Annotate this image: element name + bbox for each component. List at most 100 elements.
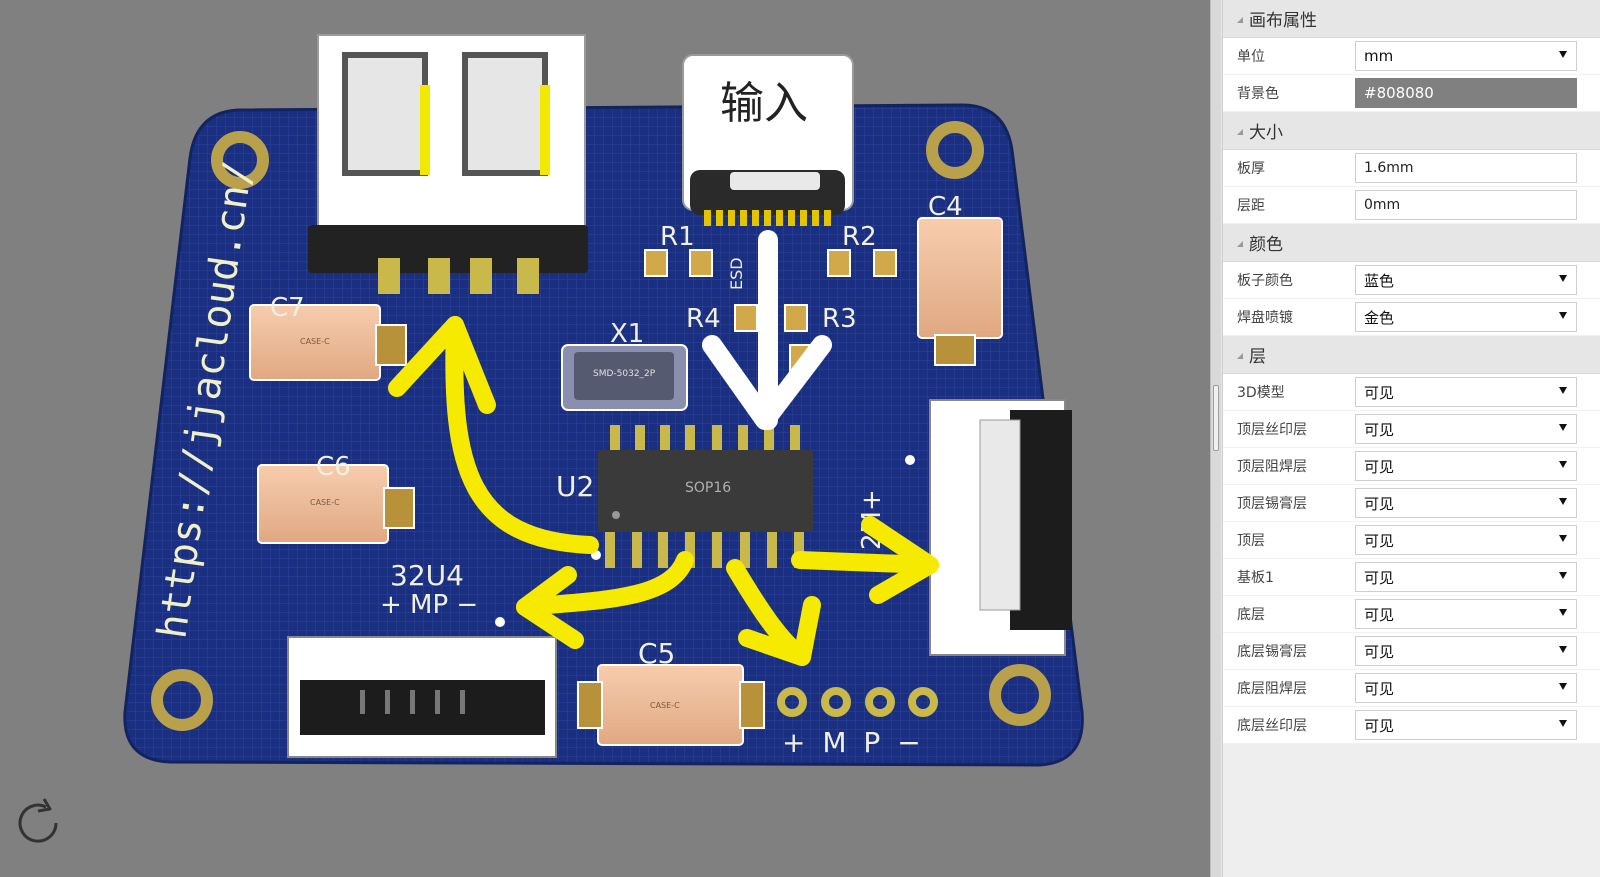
- property-label: 顶层阻焊层: [1237, 459, 1307, 475]
- crystal-x1: SMD-5032_2P: [561, 344, 688, 411]
- section-header[interactable]: 颜色: [1223, 224, 1600, 262]
- property-select[interactable]: 可见: [1355, 414, 1577, 444]
- dropdown-arrow-icon[interactable]: [1559, 424, 1567, 431]
- svg-text:CASE-C: CASE-C: [650, 701, 680, 710]
- section-header[interactable]: 层: [1223, 336, 1600, 374]
- property-value: 可见: [1364, 531, 1395, 550]
- section-header[interactable]: 大小: [1223, 112, 1600, 150]
- c7-label: C7: [270, 293, 305, 323]
- dropdown-arrow-icon[interactable]: [1559, 387, 1567, 394]
- connector-right: [905, 399, 1072, 656]
- dropdown-arrow-icon[interactable]: [1559, 720, 1567, 727]
- property-value: 可见: [1364, 642, 1395, 661]
- property-row: 焊盘喷镀 金色: [1223, 299, 1600, 336]
- property-select[interactable]: 可见: [1355, 636, 1577, 666]
- r2-label: R2: [842, 222, 877, 252]
- property-value: #808080: [1364, 84, 1434, 102]
- property-label: 单位: [1237, 49, 1265, 65]
- property-label: 基板1: [1237, 570, 1274, 586]
- svg-text:CASE-C: CASE-C: [300, 337, 330, 346]
- section-title: 层: [1249, 347, 1266, 367]
- property-row: 单位 mm: [1223, 38, 1600, 75]
- splitter-grip-icon[interactable]: [1213, 385, 1219, 451]
- property-value: 可见: [1364, 568, 1395, 587]
- svg-text:SMD-5032_2P: SMD-5032_2P: [593, 369, 656, 379]
- property-label: 顶层锡膏层: [1237, 496, 1307, 512]
- c4-label: C4: [928, 192, 963, 222]
- property-select[interactable]: 金色: [1355, 302, 1577, 332]
- dropdown-arrow-icon[interactable]: [1559, 275, 1567, 282]
- property-select[interactable]: mm: [1355, 41, 1577, 71]
- dropdown-arrow-icon[interactable]: [1559, 51, 1567, 58]
- property-label: 底层阻焊层: [1237, 681, 1307, 697]
- property-select[interactable]: 可见: [1355, 599, 1577, 629]
- color-field[interactable]: #808080: [1355, 78, 1577, 108]
- property-value: 可见: [1364, 457, 1395, 476]
- property-label: 顶层: [1237, 533, 1265, 549]
- property-value: 0mm: [1364, 197, 1401, 213]
- property-value: 金色: [1364, 308, 1395, 327]
- x1-label: X1: [610, 319, 644, 349]
- mounting-holes: [151, 121, 1051, 731]
- property-row: 背景色#808080: [1223, 75, 1600, 112]
- collapse-triangle-icon[interactable]: [1237, 16, 1243, 23]
- section-header[interactable]: 画布属性: [1223, 0, 1600, 38]
- property-select[interactable]: 可见: [1355, 710, 1577, 740]
- property-value: 1.6mm: [1364, 160, 1414, 176]
- property-row: 基板1 可见: [1223, 559, 1600, 596]
- dropdown-arrow-icon[interactable]: [1559, 498, 1567, 505]
- property-row: 顶层丝印层可见: [1223, 411, 1600, 448]
- 3d-viewport[interactable]: 输入 R1 R2 R4 R3 ESD C4 CASE-C C7: [0, 0, 1210, 877]
- capacitor-c4: [917, 217, 1003, 366]
- panel-splitter[interactable]: [1210, 0, 1222, 877]
- section-title: 颜色: [1249, 235, 1283, 255]
- pcb-3d-view[interactable]: 输入 R1 R2 R4 R3 ESD C4 CASE-C C7: [0, 0, 1210, 877]
- collapse-triangle-icon[interactable]: [1237, 352, 1243, 359]
- property-select[interactable]: 可见: [1355, 562, 1577, 592]
- c5-label: C5: [638, 637, 675, 670]
- r3-label: R3: [822, 304, 857, 334]
- svg-text:CASE-C: CASE-C: [310, 498, 340, 507]
- dropdown-arrow-icon[interactable]: [1559, 683, 1567, 690]
- dropdown-arrow-icon[interactable]: [1559, 312, 1567, 319]
- usb-c-connector: [682, 54, 854, 226]
- dropdown-arrow-icon[interactable]: [1559, 646, 1567, 653]
- property-label: 板厚: [1237, 161, 1265, 177]
- dropdown-arrow-icon[interactable]: [1559, 461, 1567, 468]
- property-label: 底层锡膏层: [1237, 644, 1307, 660]
- property-row: 底层阻焊层 可见: [1223, 670, 1600, 707]
- esd-label: ESD: [727, 257, 746, 290]
- property-row: 板子颜色蓝色: [1223, 262, 1600, 299]
- collapse-triangle-icon[interactable]: [1237, 128, 1243, 135]
- property-select[interactable]: 蓝色: [1355, 265, 1577, 295]
- bottom-pins-label: + M P −: [782, 726, 925, 759]
- property-value: 可见: [1364, 716, 1395, 735]
- property-value: 蓝色: [1364, 271, 1395, 290]
- property-value: 可见: [1364, 494, 1395, 513]
- dropdown-arrow-icon[interactable]: [1559, 609, 1567, 616]
- refresh-icon[interactable]: [8, 793, 68, 853]
- property-select[interactable]: 可见: [1355, 673, 1577, 703]
- c6-label: C6: [316, 452, 351, 482]
- dropdown-arrow-icon[interactable]: [1559, 535, 1567, 542]
- dropdown-arrow-icon[interactable]: [1559, 572, 1567, 579]
- svg-text:SOP16: SOP16: [685, 480, 731, 496]
- property-select[interactable]: 可见: [1355, 525, 1577, 555]
- property-select[interactable]: 可见: [1355, 488, 1577, 518]
- connector-u4: [287, 617, 557, 758]
- property-input[interactable]: 1.6mm: [1355, 153, 1577, 183]
- ic-u2: SOP16: [591, 425, 813, 568]
- collapse-triangle-icon[interactable]: [1237, 240, 1243, 247]
- r1-label: R1: [660, 222, 695, 252]
- property-row: 板厚 1.6mm: [1223, 150, 1600, 187]
- property-row: 底层锡膏层 可见: [1223, 633, 1600, 670]
- property-input[interactable]: 0mm: [1355, 190, 1577, 220]
- property-label: 层距: [1237, 198, 1265, 214]
- property-label: 焊盘喷镀: [1237, 310, 1293, 326]
- property-select[interactable]: 可见: [1355, 451, 1577, 481]
- property-label: 底层: [1237, 607, 1265, 623]
- property-value: 可见: [1364, 605, 1395, 624]
- property-select[interactable]: 可见: [1355, 377, 1577, 407]
- property-label: 底层丝印层: [1237, 718, 1307, 734]
